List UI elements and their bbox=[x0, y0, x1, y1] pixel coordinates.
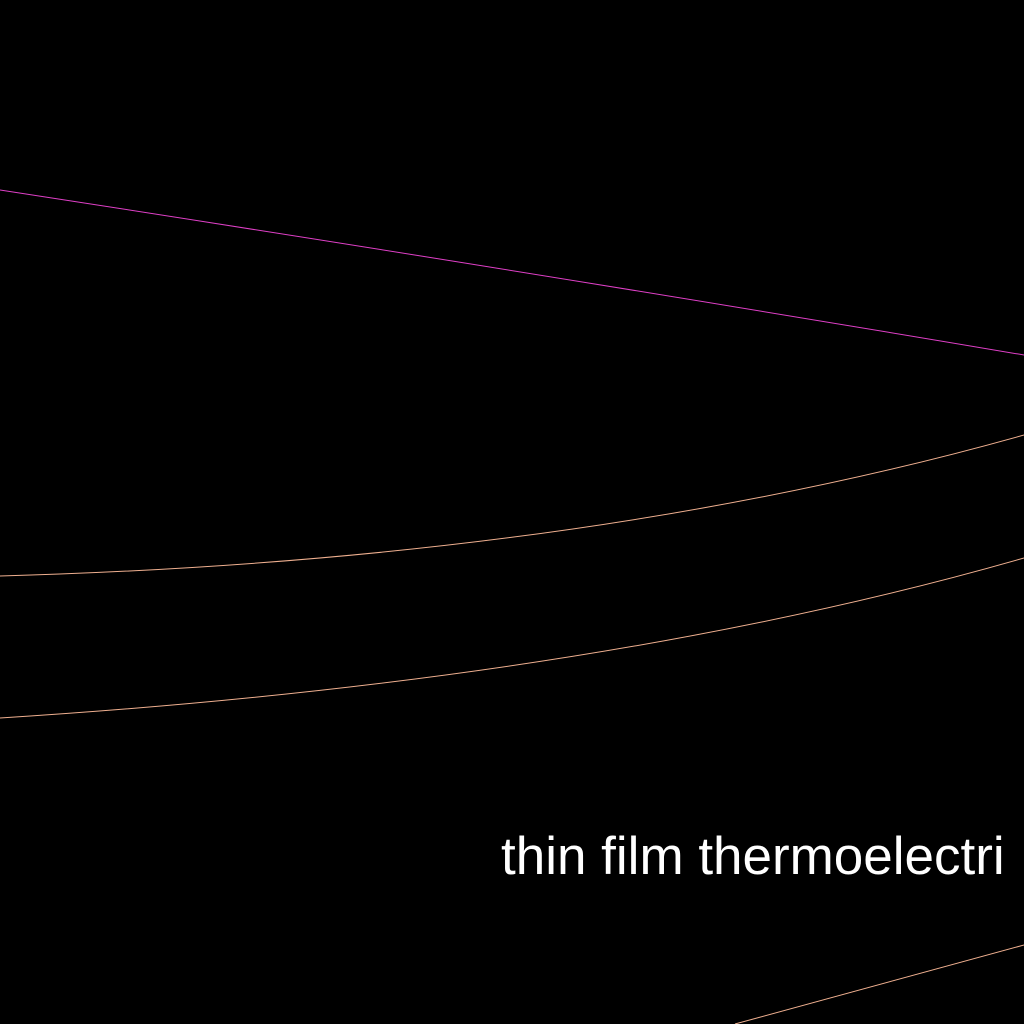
peach-curve-bottom bbox=[734, 944, 1024, 1024]
peach-curve-lower bbox=[0, 557, 1024, 719]
caption-text: thin film thermoelectri bbox=[501, 827, 1005, 886]
magenta-line bbox=[0, 189, 1024, 356]
peach-curve-upper bbox=[0, 434, 1024, 577]
